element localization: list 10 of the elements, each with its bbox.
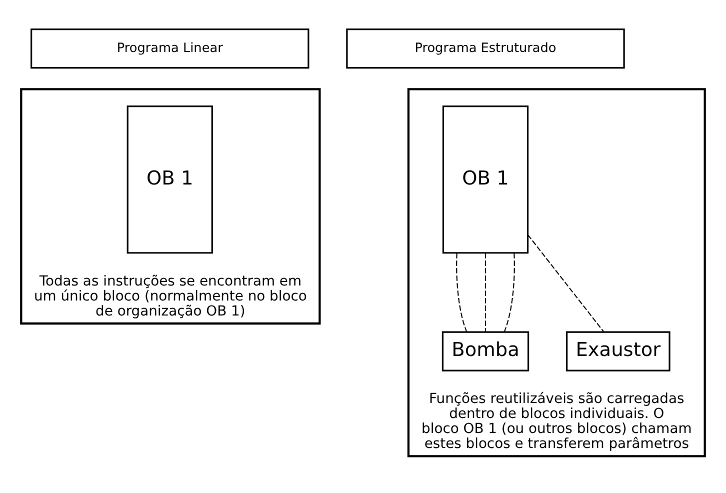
node-box: OB 1 xyxy=(442,105,529,254)
connector xyxy=(484,252,486,332)
connector xyxy=(456,252,468,332)
node-box: Programa Linear xyxy=(30,28,310,68)
node-box: Bomba xyxy=(442,330,530,371)
connector xyxy=(504,252,515,332)
node-box: OB 1 xyxy=(126,105,213,254)
node-box: Programa Estruturado xyxy=(346,28,625,68)
node-box: Exaustor xyxy=(566,330,670,371)
connector xyxy=(527,234,604,332)
